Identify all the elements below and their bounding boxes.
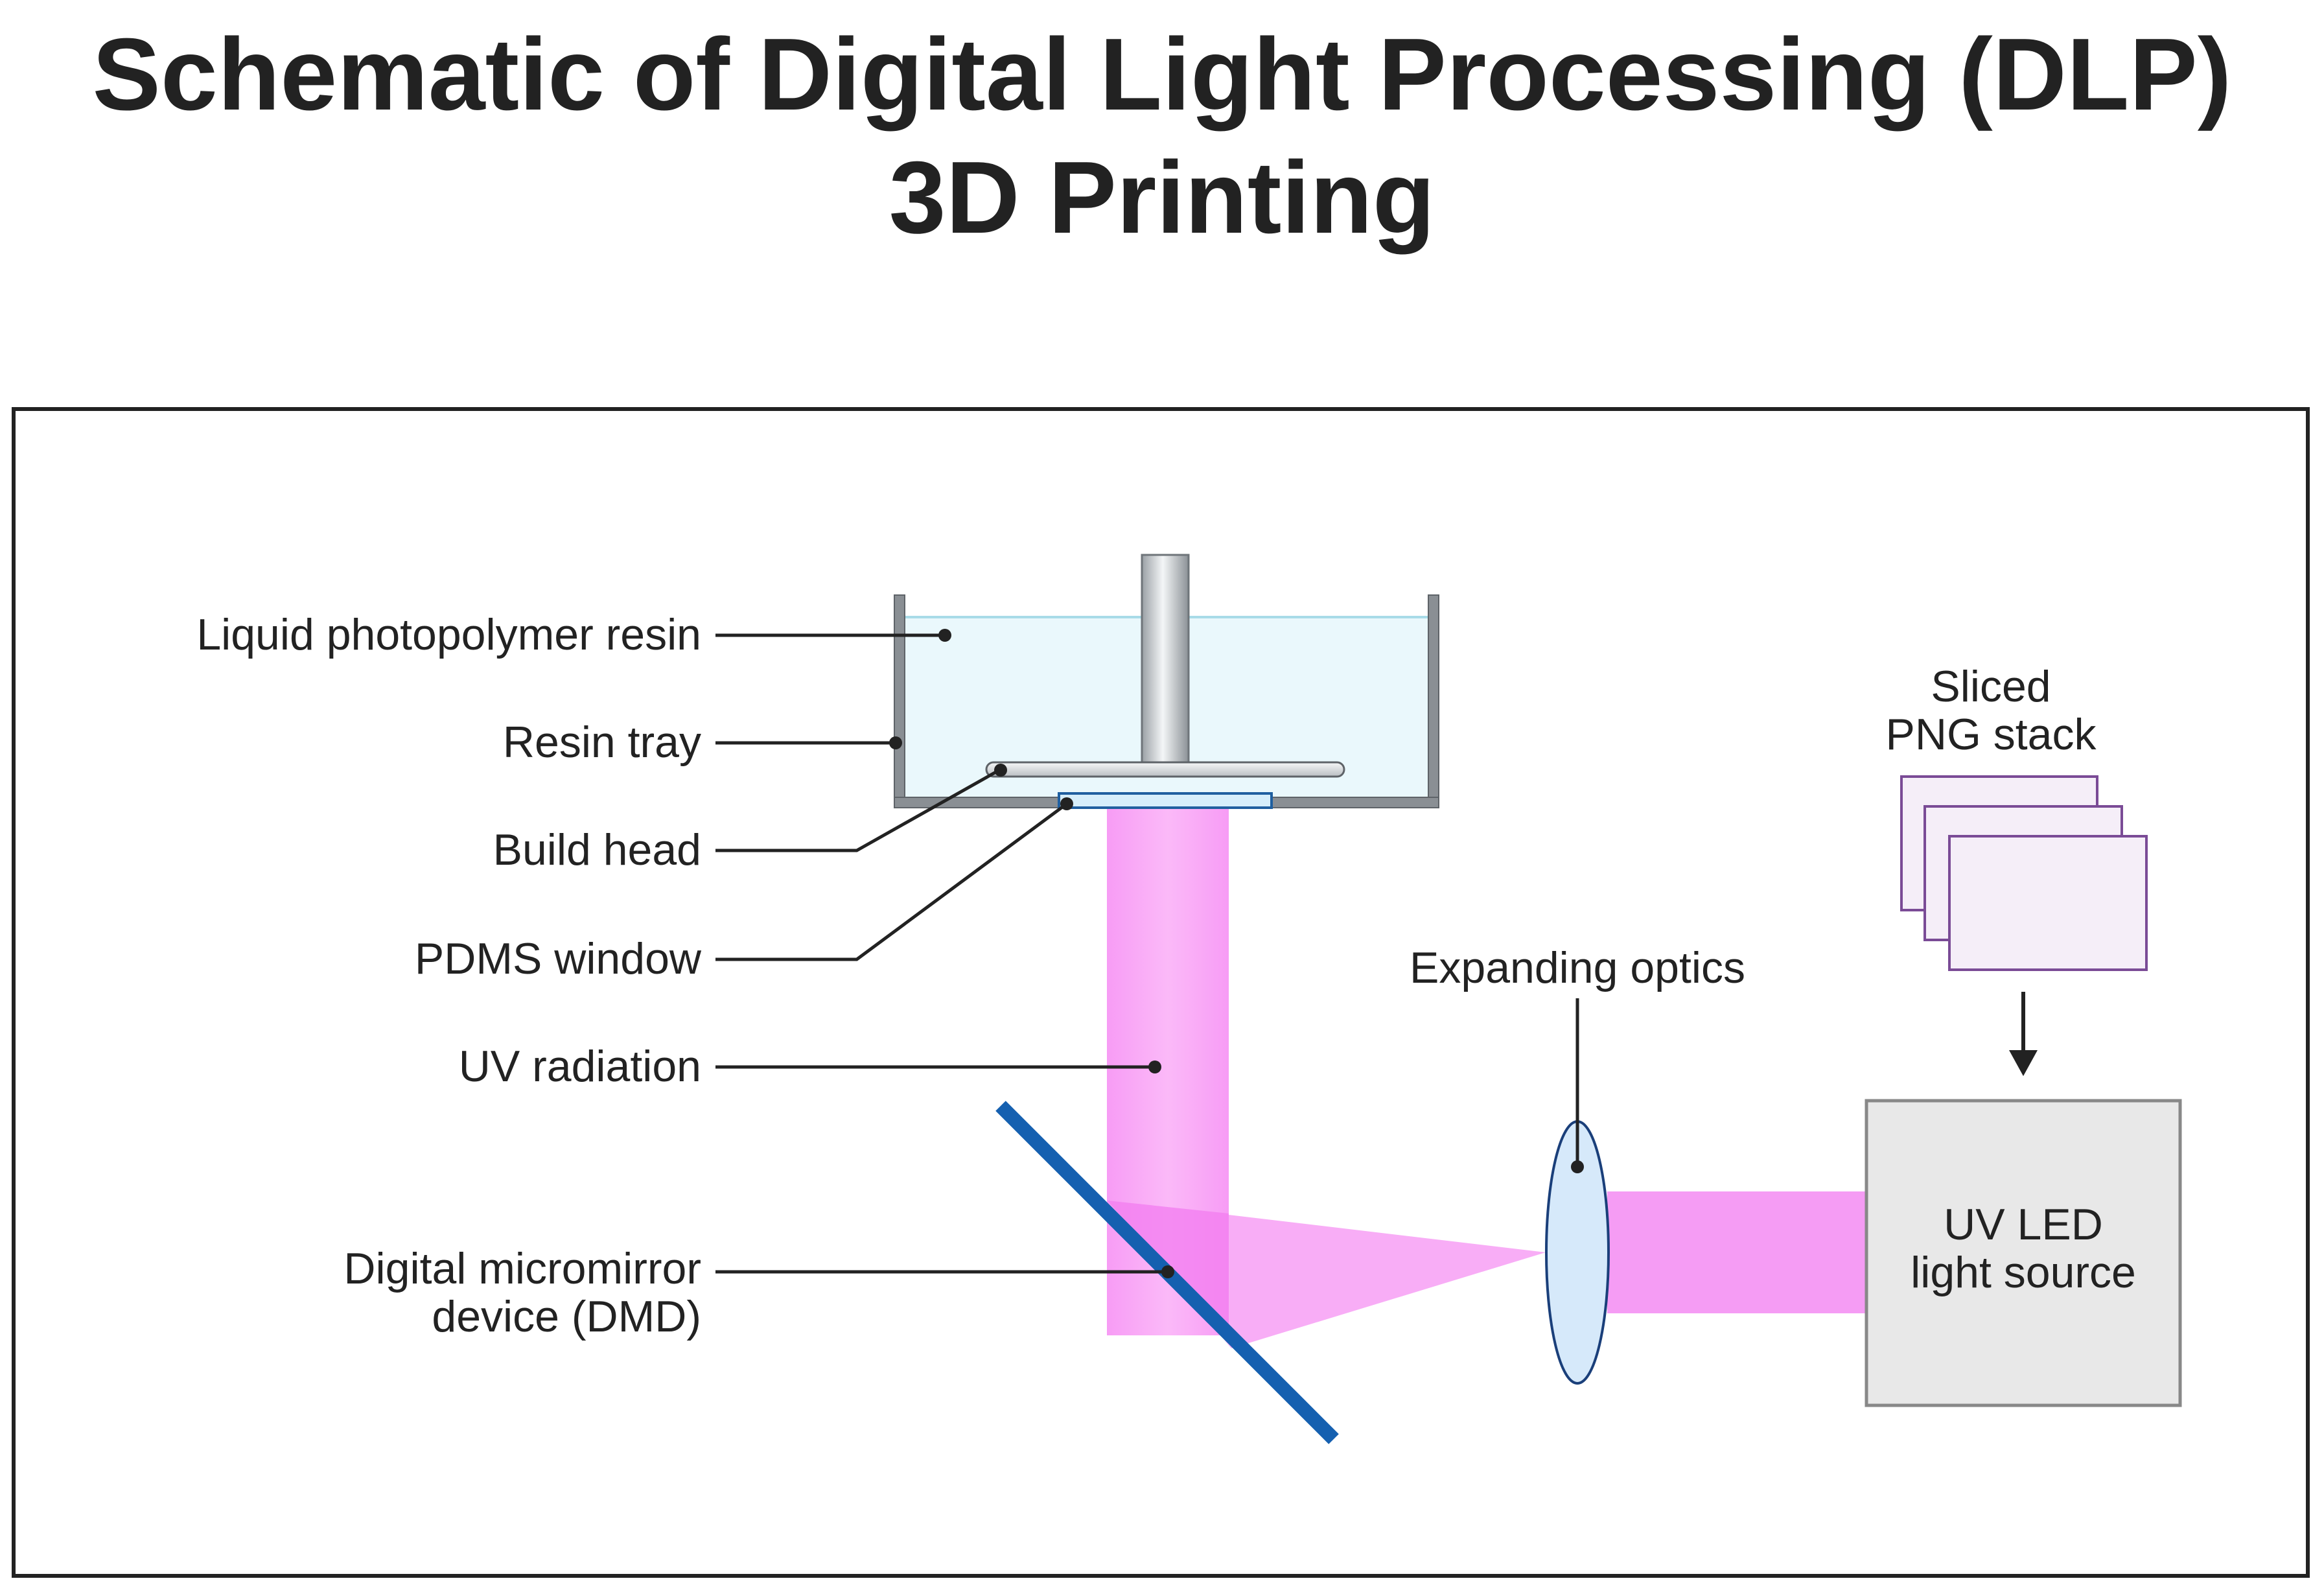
- dot-optics: [1571, 1160, 1584, 1173]
- title-line-1: Schematic of Digital Light Processing (D…: [92, 18, 2232, 132]
- label-pdms: PDMS window: [414, 934, 701, 983]
- tray-right-wall: [1428, 594, 1439, 807]
- leader-dots: [889, 629, 1584, 1278]
- leader-lines: [715, 633, 1579, 1274]
- tray-left-wall: [894, 594, 905, 807]
- led-beam: [1607, 1191, 1869, 1313]
- pdms-window: [1058, 792, 1273, 809]
- png-slice-front: [1948, 835, 2148, 971]
- diagram-title: Schematic of Digital Light Processing (D…: [0, 13, 2324, 259]
- label-uv-radiation: UV radiation: [458, 1042, 701, 1091]
- label-uv-led-line-1: UV LED: [1944, 1200, 2103, 1249]
- label-dmd-line-2: device (DMD): [432, 1292, 701, 1341]
- build-plate: [985, 761, 1345, 778]
- dot-resin: [938, 629, 951, 642]
- dot-build-head: [994, 764, 1007, 777]
- label-uv-led: UV LED light source: [1866, 1201, 2180, 1296]
- label-png-line-2: PNG stack: [1885, 710, 2097, 759]
- label-uv-led-line-2: light source: [1911, 1248, 2136, 1297]
- build-rod: [1141, 554, 1190, 765]
- leader-build-head: [715, 768, 1001, 852]
- dot-dmd: [1161, 1265, 1174, 1278]
- label-png-line-1: Sliced: [1931, 662, 2051, 711]
- label-png-stack: Sliced PNG stack: [1861, 662, 2121, 758]
- png-to-led-arrowhead: [2009, 1050, 2038, 1076]
- build-head: [985, 554, 1345, 778]
- uv-led-box: [1865, 1099, 2182, 1407]
- label-tray: Resin tray: [502, 718, 701, 767]
- png-stack: [1900, 775, 2148, 971]
- dot-uv-radiation: [1148, 1061, 1161, 1073]
- label-dmd: Digital micromirror device (DMD): [343, 1245, 701, 1341]
- label-resin: Liquid photopolymer resin: [196, 610, 701, 659]
- dot-pdms: [1060, 797, 1073, 810]
- label-build-head: Build head: [493, 825, 701, 874]
- leader-pdms: [715, 802, 1068, 961]
- label-optics: Expanding optics: [1410, 943, 1745, 992]
- dot-tray: [889, 736, 902, 749]
- label-dmd-line-1: Digital micromirror: [343, 1244, 701, 1293]
- title-line-2: 3D Printing: [889, 141, 1435, 255]
